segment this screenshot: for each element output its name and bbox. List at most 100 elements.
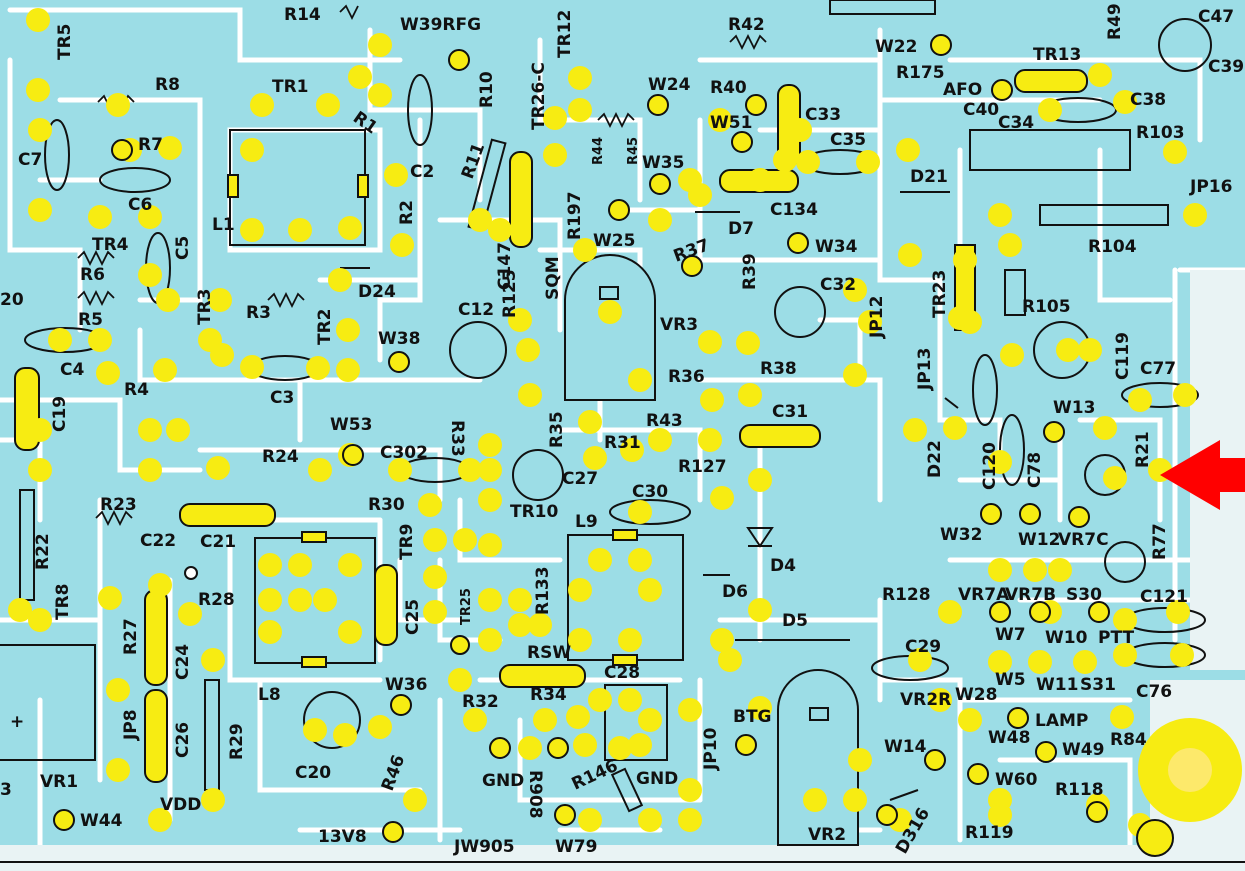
- label-r128: R128: [882, 585, 931, 605]
- label-r105: R105: [1022, 297, 1071, 317]
- solder-pad: [748, 696, 772, 720]
- solder-pad: [688, 183, 712, 207]
- label-tr5: TR5: [55, 23, 75, 60]
- solder-pad: [468, 208, 492, 232]
- label-jp8: JP8: [121, 709, 141, 741]
- label-r38: R38: [760, 359, 797, 379]
- solder-pad: [1183, 203, 1207, 227]
- solder-pad: [1073, 650, 1097, 674]
- label-w24: W24: [648, 75, 691, 95]
- solder-pad: [518, 736, 542, 760]
- vr3-body: [564, 254, 656, 401]
- label-c76: C76: [1136, 682, 1172, 702]
- solder-pad: [516, 338, 540, 362]
- solder-pad: [348, 65, 372, 89]
- solder-pad: [988, 450, 1012, 474]
- label-jw905: JW905: [453, 837, 515, 857]
- solder-pad: [423, 565, 447, 589]
- solder-pad: [1166, 600, 1190, 624]
- label-r22: R22: [33, 533, 53, 570]
- label-c40: C40: [963, 100, 999, 120]
- solder-pad: [1163, 140, 1187, 164]
- label-c20: C20: [295, 763, 331, 783]
- solder-pad: [88, 205, 112, 229]
- solder-pad: [568, 66, 592, 90]
- solder-pad: [773, 148, 797, 172]
- solder-pad: [258, 588, 282, 612]
- solder-pad: [288, 553, 312, 577]
- label-c78: C78: [1025, 452, 1045, 488]
- solder-pad: [748, 168, 772, 192]
- solder-pad: [478, 458, 502, 482]
- solder-pad: [240, 355, 264, 379]
- label-vr1: VR1: [40, 772, 78, 792]
- solder-pad: [998, 233, 1022, 257]
- solder-pad: [158, 136, 182, 160]
- solder-pad: [148, 808, 172, 832]
- label-d22: D22: [925, 440, 945, 478]
- label-rsw: RSW: [527, 643, 571, 663]
- label-r45: R45: [626, 137, 641, 165]
- solder-pad: [208, 288, 232, 312]
- solder-pad: [418, 493, 442, 517]
- solder-pad: [508, 613, 532, 637]
- label-c134: C134: [770, 200, 818, 220]
- solder-pad: [628, 368, 652, 392]
- resistor-zigzags: [77, 4, 767, 527]
- label-r44: R44: [591, 137, 606, 165]
- label-c28: C28: [604, 663, 640, 683]
- label-tr12: TR12: [555, 10, 575, 58]
- label-l9: L9: [575, 512, 598, 532]
- label-plus: +: [10, 712, 24, 732]
- solder-pad: [943, 416, 967, 440]
- label-lamp: LAMP: [1035, 711, 1088, 731]
- solder-pad: [638, 808, 662, 832]
- label-d21: D21: [910, 167, 948, 187]
- label-w7: W7: [995, 625, 1026, 645]
- solder-pad: [28, 458, 52, 482]
- solder-pad: [48, 328, 72, 352]
- label-c120: C120: [980, 442, 1000, 490]
- label-tr10: TR10: [510, 502, 559, 522]
- label-r21: R21: [1133, 431, 1153, 468]
- label-r39: R39: [740, 253, 760, 290]
- label-w49: W49: [1062, 740, 1104, 760]
- label-vr3: VR3: [660, 315, 698, 335]
- solder-pad: [250, 93, 274, 117]
- solder-pad: [240, 138, 264, 162]
- solder-pad: [903, 418, 927, 442]
- solder-pad: [988, 803, 1012, 827]
- solder-pad: [748, 598, 772, 622]
- label-vr7a: VR7A: [958, 585, 1010, 605]
- label-r42: R42: [728, 15, 765, 35]
- solder-pad: [288, 588, 312, 612]
- label-sqm: SQM: [543, 256, 563, 300]
- solder-pad: [106, 93, 130, 117]
- solder-pad: [1048, 558, 1072, 582]
- label-w10: W10: [1045, 628, 1088, 648]
- solder-pad: [1113, 643, 1137, 667]
- solder-pad: [568, 98, 592, 122]
- label-r10: R10: [477, 71, 497, 108]
- label-w13: W13: [1053, 398, 1095, 418]
- label-c35: C35: [830, 130, 866, 150]
- label-w5: W5: [995, 670, 1026, 690]
- label-w11: W11: [1036, 675, 1078, 695]
- label-d7: D7: [728, 219, 754, 239]
- solder-pad: [138, 205, 162, 229]
- solder-pad: [568, 578, 592, 602]
- label-gnd-1: GND: [482, 771, 524, 791]
- solder-pad: [678, 778, 702, 802]
- solder-pad: [1023, 558, 1047, 582]
- label-c4: C4: [60, 360, 84, 380]
- label-c3: C3: [270, 388, 294, 408]
- label-r36: R36: [668, 367, 705, 387]
- label-c22: C22: [140, 531, 176, 551]
- label-c7: C7: [18, 150, 42, 170]
- solder-pad: [384, 163, 408, 187]
- solder-pad: [710, 486, 734, 510]
- vr2-body: [777, 669, 859, 846]
- label-r6: R6: [80, 265, 105, 285]
- label-r127: R127: [678, 457, 727, 477]
